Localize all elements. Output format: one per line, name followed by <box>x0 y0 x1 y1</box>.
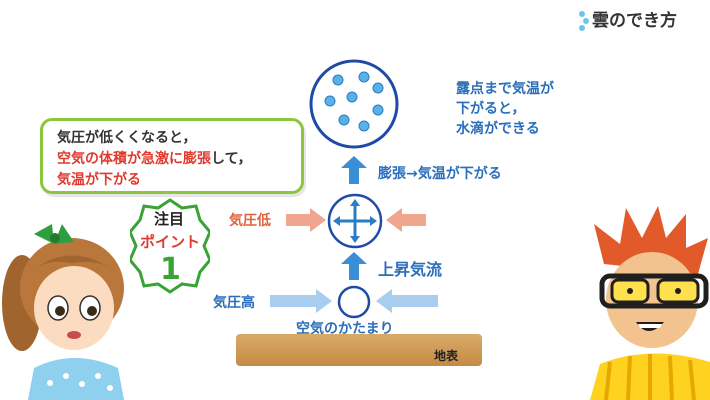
info-box: 気圧が低くくなると， 空気の体積が急激に膨張して， 気温が下がる <box>40 118 304 194</box>
ground-label: 地表 <box>434 349 459 363</box>
boy-character-illustration <box>590 206 710 400</box>
dew-point-line-1: 露点まで気温が <box>456 81 554 97</box>
girl-character-illustration <box>2 224 124 400</box>
badge-middle-text: ポイント <box>140 233 201 251</box>
expansion-label: 膨張→気温が下がる <box>378 166 502 182</box>
updraft-arrow-icon <box>341 252 367 280</box>
air-mass-label: 空気のかたまり <box>296 321 394 337</box>
info-line-3: 気温が下がる <box>57 172 141 188</box>
up-arrow-icon <box>341 156 367 184</box>
expansion-circle <box>327 193 383 249</box>
droplet-circle <box>309 59 399 149</box>
dew-point-line-3: 水滴ができる <box>456 121 540 137</box>
dew-point-line-2: 下がると， <box>456 101 526 117</box>
high-pressure-arrow-left-icon <box>270 289 332 313</box>
low-pressure-label: 気圧低 <box>229 213 271 229</box>
high-pressure-arrow-right-icon <box>376 289 438 313</box>
high-pressure-label: 気圧高 <box>213 295 255 311</box>
info-line-2-rest: して， <box>211 151 252 167</box>
badge-top-text: 注目 <box>154 210 185 228</box>
info-line-2: 空気の体積が急激に膨張して， <box>57 148 252 168</box>
title-dots-icon <box>579 11 589 31</box>
air-mass-circle <box>337 285 371 319</box>
info-line-1: 気圧が低くくなると， <box>57 130 197 146</box>
low-pressure-arrow-right-icon <box>386 208 426 232</box>
low-pressure-arrow-left-icon <box>286 208 326 232</box>
page-title: 雲のでき方 <box>592 11 677 31</box>
badge-number: 1 <box>160 252 181 287</box>
updraft-label: 上昇気流 <box>378 260 443 279</box>
point-badge <box>130 198 210 294</box>
ground-strip <box>236 334 482 366</box>
info-line-2-highlight: 空気の体積が急激に膨張 <box>57 151 211 167</box>
